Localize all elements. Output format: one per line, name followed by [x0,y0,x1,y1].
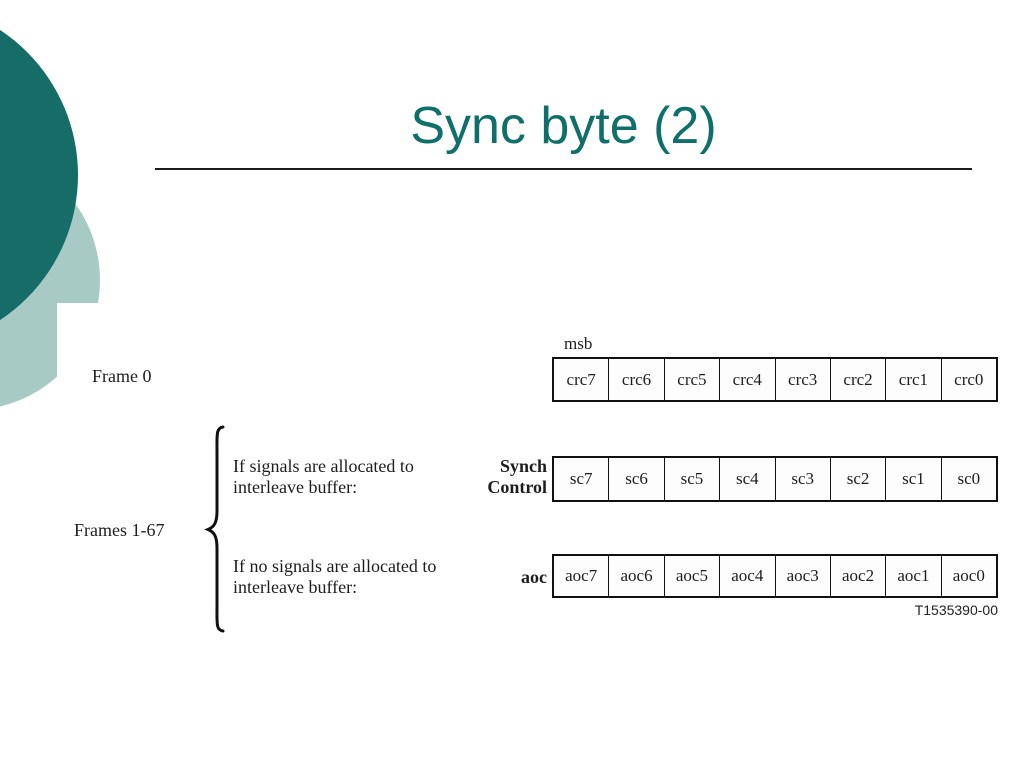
bit-cell-aoc3: aoc3 [774,556,830,596]
bit-cell-crc5: crc5 [663,359,719,400]
page-title: Sync byte (2) [410,97,717,155]
bit-cell-crc1: crc1 [885,359,940,400]
bit-cell-aoc7: aoc7 [565,566,598,585]
condition-allocated-line2: interleave buffer: [233,477,358,497]
condition-allocated-line1: If signals are allocated to [233,456,414,476]
decor-white-notch [57,303,197,443]
synch-label-line1: Synch [499,456,547,476]
bit-cell-crc3: crc3 [774,359,830,400]
bit-cell-crc0: crc0 [940,359,996,400]
synch-label-line2: Control [487,477,547,497]
frame0-label: Frame 0 [92,366,152,386]
bit-cell-aoc6: aoc6 [608,556,663,596]
bit-cell-aoc2: aoc2 [829,556,885,596]
frames-1-67-label: Frames 1-67 [74,520,165,540]
bit-cell-aoc5: aoc5 [663,556,719,596]
bit-cell-aoc0: aoc0 [940,556,996,596]
bit-cell-sc1: sc1 [885,458,940,500]
condition-allocated-text: If signals are allocated to interleave b… [233,456,414,498]
bit-cell-sc0: sc0 [940,458,996,500]
condition-not-allocated-text: If no signals are allocated to interleav… [233,556,436,598]
bit-cell-sc2: sc2 [829,458,885,500]
synch-control-label: Synch Control [430,456,547,498]
bit-cell-crc4: crc4 [719,359,774,400]
bit-cell-crc6: crc6 [608,359,663,400]
curly-brace-icon [203,424,227,634]
bit-cell-sc6: sc6 [608,458,663,500]
bit-cell-sc5: sc5 [663,458,719,500]
bit-cell-crc7: crc7 [566,369,596,389]
condition-not-allocated-line1: If no signals are allocated to [233,556,437,576]
condition-not-allocated-line2: interleave buffer: [233,577,358,597]
bit-cell-aoc4: aoc4 [719,556,774,596]
aoc-label: aoc [521,567,547,587]
msb-label: msb [564,334,593,353]
bit-cell-crc2: crc2 [829,359,885,400]
bit-cell-sc7: sc7 [569,469,593,488]
bit-cell-sc4: sc4 [719,458,774,500]
bit-cell-aoc1: aoc1 [885,556,940,596]
title-underline [155,168,972,170]
bit-cell-sc3: sc3 [774,458,830,500]
figure-reference: T1535390-00 [914,602,998,618]
